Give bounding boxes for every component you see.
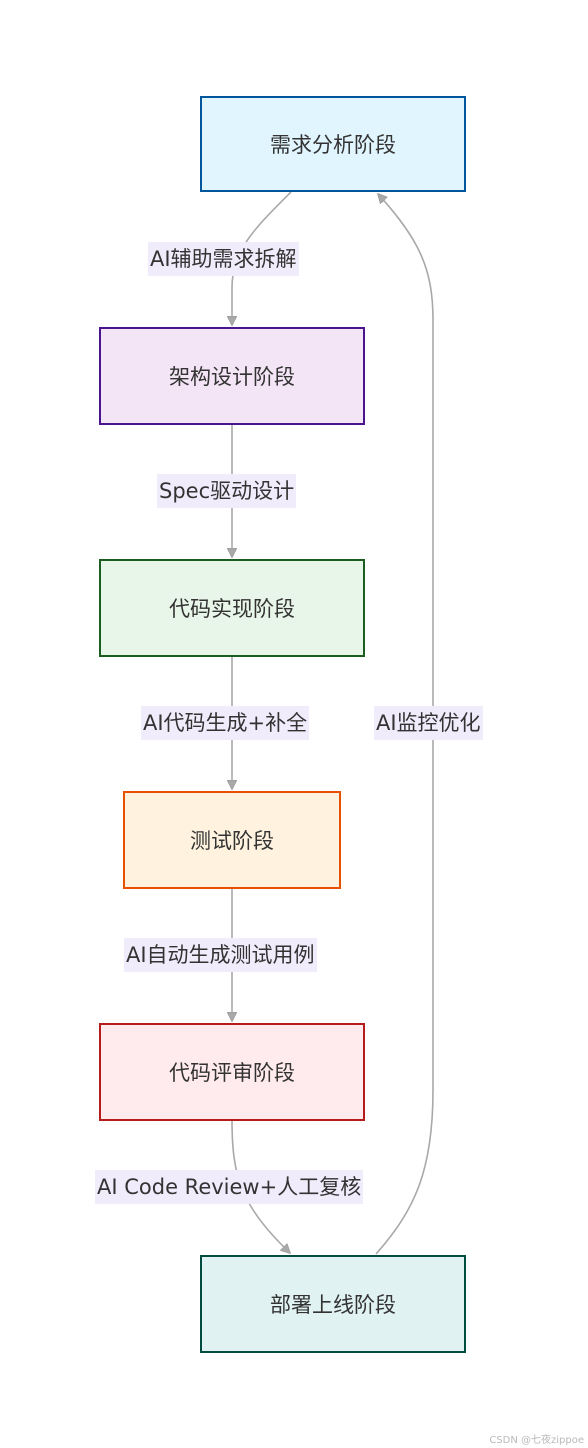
- edge-label-arch-to-impl: Spec驱动设计: [157, 474, 297, 508]
- node-deployment: 部署上线阶段: [200, 1255, 466, 1353]
- node-implementation-label: 代码实现阶段: [169, 597, 295, 621]
- node-review: 代码评审阶段: [99, 1023, 365, 1121]
- node-architecture-label: 架构设计阶段: [169, 365, 295, 389]
- edge-label-review-to-deploy: AI Code Review+人工复核: [95, 1170, 364, 1204]
- watermark: CSDN @七夜zippoe: [489, 1435, 584, 1446]
- node-architecture: 架构设计阶段: [99, 327, 365, 425]
- edge-deploy-to-req: [375, 194, 434, 1255]
- node-requirements: 需求分析阶段: [200, 96, 466, 192]
- edge-label-impl-to-test: AI代码生成+补全: [141, 706, 310, 740]
- node-testing-label: 测试阶段: [190, 829, 274, 853]
- node-review-label: 代码评审阶段: [169, 1061, 295, 1085]
- edge-label-test-to-review: AI自动生成测试用例: [124, 938, 317, 972]
- node-implementation: 代码实现阶段: [99, 559, 365, 657]
- node-deployment-label: 部署上线阶段: [270, 1293, 396, 1317]
- edge-label-req-to-arch: AI辅助需求拆解: [148, 242, 299, 276]
- node-requirements-label: 需求分析阶段: [270, 133, 396, 157]
- node-testing: 测试阶段: [123, 791, 341, 889]
- edge-label-deploy-to-req: AI监控优化: [374, 706, 483, 740]
